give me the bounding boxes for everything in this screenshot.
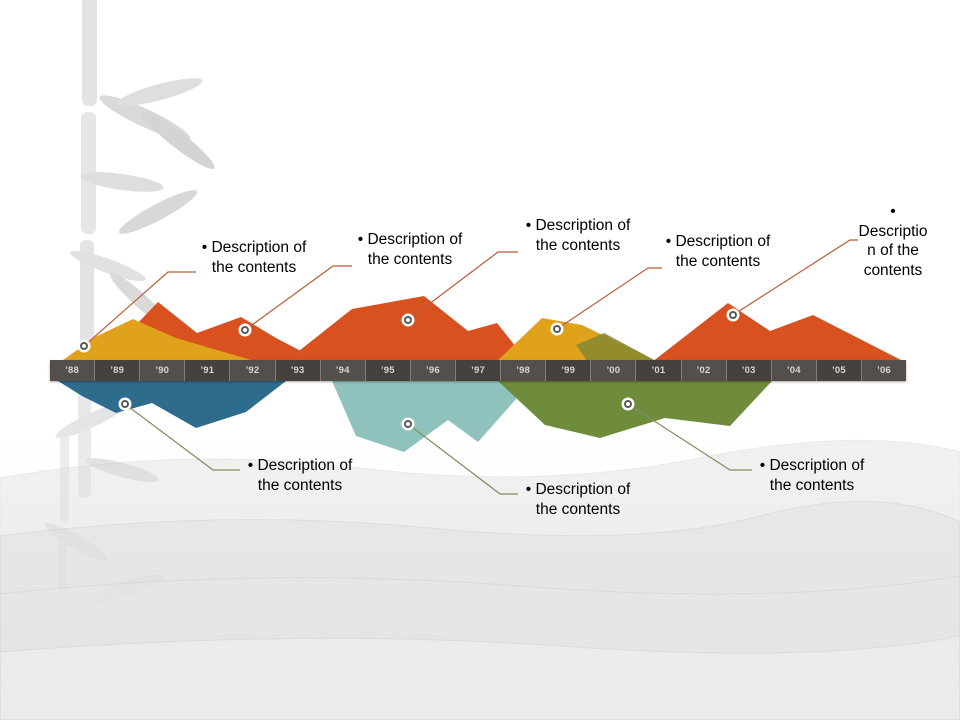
timeline-segment: ’04 (771, 360, 817, 381)
year-label: ’92 (245, 365, 260, 376)
upper-areas (60, 296, 905, 362)
callout-label: • Description of the contents (858, 203, 928, 279)
timeline-segment: ’05 (816, 360, 862, 381)
callout-bottom-2: • Description of the contents (516, 480, 640, 519)
marker-dot (401, 417, 415, 431)
area-green-right (498, 381, 772, 438)
leader-line (244, 265, 352, 331)
leader-line (407, 423, 518, 495)
leader-lines-bottom (124, 403, 752, 495)
area-blue-left (58, 381, 286, 428)
callout-top-4: • Description of the contents (656, 232, 780, 271)
callout-label: • Description of the contents (247, 457, 353, 494)
year-label: ’03 (741, 365, 756, 376)
marker-dot (621, 397, 635, 411)
ring-markers (77, 308, 740, 431)
year-label: ’06 (877, 365, 891, 376)
leader-line (124, 403, 240, 471)
callout-bottom-3: • Description of the contents (750, 456, 874, 495)
year-label: ’95 (380, 365, 395, 376)
year-label: ’93 (290, 365, 305, 376)
marker-dot (401, 313, 415, 327)
timeline-segment: ’95 (365, 360, 411, 381)
year-label: ’99 (561, 365, 576, 376)
leader-lines-top (83, 239, 858, 347)
callout-label: • Description of the contents (525, 481, 631, 518)
leader-line (83, 271, 196, 347)
timeline-segment: ’96 (410, 360, 456, 381)
callout-label: • Description of the contents (665, 233, 771, 270)
marker-dot (550, 322, 564, 336)
year-label: ’91 (200, 365, 215, 376)
area-teal-middle (332, 381, 532, 452)
lower-areas (58, 381, 772, 452)
timeline-segment: ’03 (726, 360, 772, 381)
timeline-segment: ’91 (185, 360, 231, 381)
year-label: ’04 (786, 365, 801, 376)
year-label: ’88 (65, 365, 79, 376)
year-label: ’97 (471, 365, 485, 376)
callout-label: • Description of the contents (357, 231, 463, 268)
area-orange-right (652, 303, 905, 362)
timeline-segment: ’88 (50, 360, 96, 381)
leader-line (627, 403, 752, 471)
marker-dot (118, 397, 132, 411)
leader-line (556, 267, 662, 330)
timeline-segment: ’00 (591, 360, 637, 381)
marker-dot (726, 308, 740, 322)
mist-mountains (0, 400, 960, 720)
timeline-bar: ’88 ’89 ’90 ’91 ’92 ’93 ’94 ’95 ’96 ’97 … (50, 360, 907, 381)
year-label: ’96 (426, 365, 440, 376)
callout-label: • Description of the contents (525, 217, 631, 254)
area-orange-middle (285, 296, 528, 362)
callout-label: • Description of the contents (759, 457, 865, 494)
callout-label: • Description of the contents (201, 239, 307, 276)
area-gold-left (60, 319, 258, 362)
year-label: ’98 (516, 365, 531, 376)
year-label: ’05 (832, 365, 846, 376)
marker-dot (77, 339, 91, 353)
timeline-segment: ’90 (140, 360, 186, 381)
callout-top-1: • Description of the contents (192, 238, 316, 277)
marker-dot (238, 323, 252, 337)
year-label: ’02 (696, 365, 711, 376)
timeline-segment: ’92 (230, 360, 276, 381)
callout-top-5: • Description of the contents (856, 202, 930, 280)
callout-top-3: • Description of the contents (516, 216, 640, 255)
year-label: ’01 (651, 365, 666, 376)
timeline-segment: ’97 (455, 360, 502, 381)
timeline-segment: ’98 (501, 360, 547, 381)
year-label: ’94 (335, 365, 350, 376)
area-olive-accent (576, 333, 658, 362)
timeline-segment: ’89 (95, 360, 141, 381)
leader-line (732, 239, 858, 316)
callout-bottom-1: • Description of the contents (238, 456, 362, 495)
timeline-segment: ’99 (546, 360, 592, 381)
year-label: ’89 (110, 365, 125, 376)
timeline-segment: ’94 (320, 360, 366, 381)
callout-top-2: • Description of the contents (348, 230, 472, 269)
year-label: ’90 (155, 365, 170, 376)
timeline-segment: ’02 (681, 360, 727, 381)
timeline-segment: ’01 (636, 360, 682, 381)
timeline-segment: ’93 (275, 360, 321, 381)
year-label: ’00 (606, 365, 621, 376)
timeline-segment: ’06 (861, 360, 907, 381)
leader-line (407, 251, 518, 321)
